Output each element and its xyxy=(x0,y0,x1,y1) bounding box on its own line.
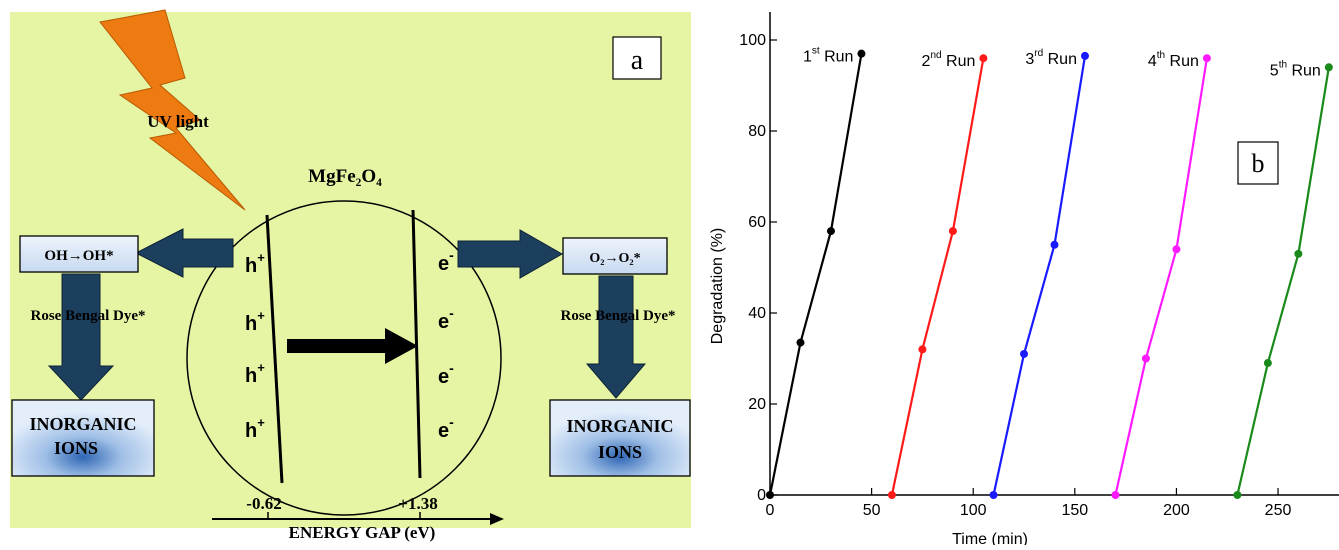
run-label: 2nd Run xyxy=(922,50,976,70)
uv-light-bolt xyxy=(99,9,246,211)
right-product-box xyxy=(549,399,691,477)
left-product-line1: INORGANIC xyxy=(29,414,136,434)
data-point xyxy=(796,338,805,347)
data-point xyxy=(989,491,998,499)
valence-band-value: -0.62 xyxy=(246,494,281,513)
plot-area: 0 50 100 150 200 250 0 20 40 60 80 100 1st Run 2nd Ru… xyxy=(739,12,1339,519)
x-tick-label: 150 xyxy=(1061,502,1088,519)
data-point xyxy=(1111,491,1120,499)
hole-symbol: h+ xyxy=(245,415,265,442)
data-point xyxy=(1294,249,1303,258)
data-point xyxy=(766,491,774,499)
holes-group: h+ h+ h+ h+ xyxy=(245,250,265,442)
right-product-line2: IONS xyxy=(598,442,642,462)
hole-flow-arrow xyxy=(134,228,234,278)
valence-band-line xyxy=(265,214,284,484)
data-point xyxy=(857,49,866,58)
right-dye-label: Rose Bengal Dye* xyxy=(561,308,676,324)
right-reaction-box xyxy=(562,237,668,275)
x-tick-label: 100 xyxy=(960,502,987,519)
data-point xyxy=(1233,491,1242,499)
energy-axis-label: ENERGY GAP (eV) xyxy=(289,523,436,542)
x-tick-label: 200 xyxy=(1163,502,1190,519)
data-point xyxy=(1324,63,1333,72)
catalyst-particle xyxy=(186,200,502,516)
hole-symbol: h+ xyxy=(245,250,265,277)
right-reaction-label: O₂→O₂* xyxy=(589,251,640,266)
data-point xyxy=(1080,51,1089,60)
series-line xyxy=(890,58,985,496)
conduction-band-line xyxy=(411,209,422,479)
left-down-arrow xyxy=(47,273,115,401)
right-product-line1: INORGANIC xyxy=(566,416,673,436)
hole-symbol: h+ xyxy=(245,360,265,387)
series-line xyxy=(1236,67,1330,496)
data-point xyxy=(948,227,957,236)
data-point xyxy=(979,54,988,63)
electron-flow-arrow xyxy=(457,229,564,279)
electron-symbol: e- xyxy=(438,360,454,388)
panel-a-label: a xyxy=(631,45,644,76)
data-point xyxy=(1020,349,1029,358)
y-axis-label: Degradation (%) xyxy=(709,228,726,345)
schematic-svg: a UV light MgFe₂O₄ h+ h+ h+ h+ e- e- e- … xyxy=(10,9,691,542)
run-label: 5th Run xyxy=(1270,59,1321,79)
left-product-box xyxy=(11,399,155,477)
series-line xyxy=(992,55,1087,496)
data-point xyxy=(826,227,835,236)
y-tick-label: 60 xyxy=(748,214,766,231)
panel-a-label-box xyxy=(612,36,662,80)
data-point xyxy=(918,345,927,354)
degradation-chart: Degradation (%) Time (min) b 0 50 100 150 20… xyxy=(700,0,1339,548)
right-down-arrow xyxy=(585,275,647,399)
electron-symbol: e- xyxy=(438,414,454,442)
panel-b-label-box xyxy=(1237,141,1279,185)
electron-symbol: e- xyxy=(438,247,454,275)
material-label: MgFe₂O₄ xyxy=(308,166,382,187)
y-tick-label: 0 xyxy=(757,487,766,504)
uv-light-label: UV light xyxy=(147,112,209,131)
photocatalysis-schematic: a UV light MgFe₂O₄ h+ h+ h+ h+ e- e- e- … xyxy=(10,9,691,542)
data-point xyxy=(1263,359,1272,368)
y-tick-label: 80 xyxy=(748,123,766,140)
y-tick-label: 100 xyxy=(739,32,766,49)
electron-transfer-arrow xyxy=(287,328,418,364)
y-tick-label: 40 xyxy=(748,305,766,322)
data-point xyxy=(1141,354,1150,363)
chart-svg: Degradation (%) Time (min) b 0 50 100 150 20… xyxy=(709,12,1339,548)
electron-symbol: e- xyxy=(438,305,454,333)
hole-symbol: h+ xyxy=(245,308,265,335)
left-reaction-label: OH→OH* xyxy=(44,248,113,264)
x-axis-label: Time (min) xyxy=(952,531,1028,545)
x-tick-label: 0 xyxy=(766,502,775,519)
x-tick-label: 250 xyxy=(1265,502,1292,519)
series-line xyxy=(768,53,863,496)
x-tick-label: 50 xyxy=(863,502,881,519)
y-tick-label: 20 xyxy=(748,396,766,413)
left-reaction-box xyxy=(19,235,139,273)
data-point xyxy=(1202,54,1211,63)
conduction-band-value: +1.38 xyxy=(398,494,437,513)
panel-b-label: b xyxy=(1252,149,1265,178)
data-point xyxy=(887,491,896,499)
series-line xyxy=(1114,58,1208,496)
run-label: 4th Run xyxy=(1148,50,1199,70)
run-label: 1st Run xyxy=(803,46,853,66)
energy-axis-arrowhead xyxy=(490,513,504,525)
electrons-group: e- e- e- e- xyxy=(438,247,454,442)
left-product-line2: IONS xyxy=(54,438,98,458)
left-dye-label: Rose Bengal Dye* xyxy=(31,308,146,324)
data-point xyxy=(1172,245,1181,254)
run-label: 3rd Run xyxy=(1025,48,1077,68)
data-point xyxy=(1050,240,1059,249)
